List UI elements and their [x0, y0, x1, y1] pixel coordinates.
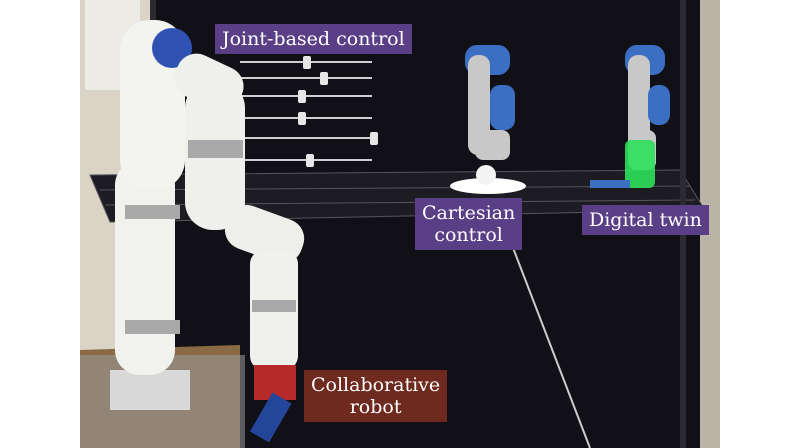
collaborative-robot — [110, 20, 305, 443]
label-joint-based-control-text: Joint-based control — [222, 28, 405, 50]
label-joint-based-control: Joint-based control — [215, 24, 412, 54]
virtual-robot-cartesian — [450, 45, 526, 194]
label-digital-twin-text: Digital twin — [589, 209, 702, 231]
slider-knobs — [298, 56, 378, 167]
label-collaborative-robot: Collaborative robot — [304, 370, 448, 422]
virtual-robot-digital-twin — [590, 45, 670, 188]
label-collaborative-line2: robot — [349, 396, 402, 418]
robot-logo-cap — [152, 28, 192, 68]
label-cartesian-control: Cartesian control — [415, 198, 523, 250]
label-cartesian-line1: Cartesian — [422, 202, 516, 224]
cable — [509, 239, 591, 448]
label-cartesian-line2: control — [434, 224, 503, 246]
label-digital-twin: Digital twin — [582, 205, 709, 235]
right-wall — [700, 0, 720, 448]
robot-scene-photo: Joint-based control Cartesian control Di… — [80, 0, 720, 448]
label-collaborative-line1: Collaborative — [311, 374, 441, 396]
